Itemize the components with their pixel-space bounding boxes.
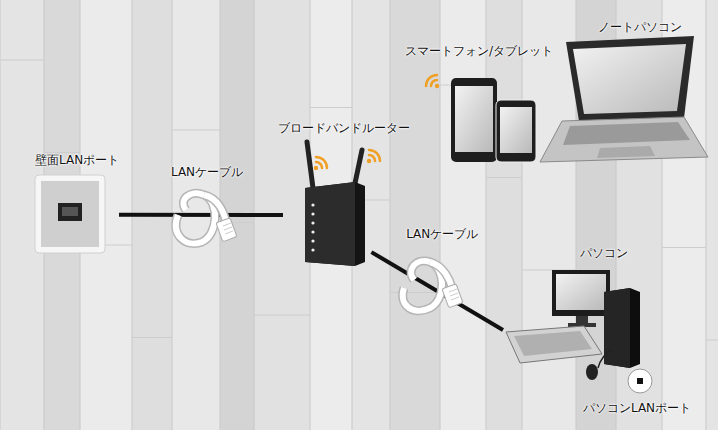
device-label: 壁面LANポート xyxy=(35,152,119,168)
router-illustration xyxy=(311,230,314,233)
router-illustration xyxy=(311,212,314,215)
lan-cable-illustration xyxy=(430,262,452,288)
wood-background xyxy=(486,177,522,178)
device-node: ノートパソコン xyxy=(538,34,710,164)
wood-background xyxy=(440,0,441,430)
wall-port-illustration xyxy=(58,203,82,221)
wall-port-illustration xyxy=(41,181,99,247)
wood-background xyxy=(662,247,706,248)
router-illustration xyxy=(311,221,314,224)
lan-cable-illustration xyxy=(176,193,237,243)
router-illustration xyxy=(305,182,355,266)
smartphone-illustration xyxy=(496,100,536,162)
desktop-pc-illustration xyxy=(586,364,598,380)
device-node: スマートフォン/タブレット xyxy=(450,76,538,164)
smartphone-illustration xyxy=(500,107,532,153)
laptop-illustration xyxy=(597,146,655,158)
router-illustration xyxy=(311,248,314,251)
desktop-pc-illustration xyxy=(514,331,592,356)
wood-background xyxy=(254,315,310,316)
router-illustration xyxy=(311,239,314,242)
lan-cable-illustration xyxy=(449,289,459,300)
wood-background xyxy=(390,0,440,430)
router-illustration xyxy=(311,203,314,206)
router-illustration xyxy=(305,142,365,266)
wifi-symbol xyxy=(367,150,380,163)
lan-cable-illustration xyxy=(223,223,233,234)
desktop-pc-illustration xyxy=(604,288,630,368)
smartphone-illustration xyxy=(496,100,536,162)
lan-cable-illustration xyxy=(442,284,463,308)
desktop-pc-illustration xyxy=(637,378,643,384)
device-label: ノートパソコン xyxy=(598,19,682,35)
router-illustration xyxy=(307,142,313,188)
device-label: パソコン xyxy=(580,245,628,261)
desktop-pc-illustration xyxy=(552,270,610,316)
cable-label: LANケーブル xyxy=(171,164,243,180)
wood-background xyxy=(706,0,718,430)
wood-background xyxy=(0,60,44,61)
device-node: ブロードバンドルーター xyxy=(303,140,368,268)
wood-background xyxy=(486,0,522,430)
wood-background xyxy=(486,0,487,430)
tablet-illustration xyxy=(451,78,497,162)
laptop-illustration xyxy=(563,122,690,145)
wood-background xyxy=(440,0,486,430)
wood-background xyxy=(522,0,576,430)
laptop-illustration xyxy=(566,36,694,121)
lan-cable-illustration xyxy=(430,262,452,288)
lan-cable-illustration xyxy=(204,195,226,222)
tablet-illustration xyxy=(455,86,493,152)
wifi-symbol xyxy=(314,157,327,170)
lan-connection xyxy=(371,252,503,330)
device-node: パソコン xyxy=(503,266,643,366)
wood-background xyxy=(390,292,440,293)
wood-background xyxy=(0,0,1,430)
cable-label: LANケーブル xyxy=(406,226,478,242)
wood-background xyxy=(706,340,718,341)
desktop-pc-illustration xyxy=(628,369,652,393)
lan-cable-illustration xyxy=(216,218,237,242)
wood-background xyxy=(390,0,391,430)
tablet-illustration xyxy=(451,78,497,162)
router-illustration xyxy=(305,182,365,266)
desktop-pc-illustration xyxy=(506,326,602,363)
lan-cable-illustration xyxy=(403,261,463,311)
port-label: パソコンLANポート xyxy=(583,400,691,416)
lan-connection xyxy=(119,213,283,217)
wood-background xyxy=(172,130,220,131)
desktop-pc-illustration xyxy=(598,350,612,368)
wood-background xyxy=(706,0,707,430)
desktop-pc-illustration xyxy=(506,270,652,393)
desktop-pc-illustration xyxy=(576,316,588,324)
wood-background xyxy=(132,337,172,338)
device-label: ブロードバンドルーター xyxy=(278,120,410,136)
laptop-illustration xyxy=(540,36,708,162)
device-label: スマートフォン/タブレット xyxy=(405,43,553,59)
wood-background xyxy=(522,0,523,430)
laptop-illustration xyxy=(573,44,686,114)
wall-port-illustration xyxy=(35,175,105,253)
wood-background xyxy=(44,152,80,153)
desktop-pc-illustration xyxy=(556,274,606,310)
wood-background xyxy=(310,107,352,108)
laptop-illustration xyxy=(540,117,708,162)
wall-port-illustration xyxy=(62,207,78,216)
device-node: 壁面LANポート xyxy=(35,175,105,253)
wall-port-illustration xyxy=(35,175,105,253)
lan-cable-illustration xyxy=(204,195,226,222)
wifi-symbol xyxy=(426,75,439,88)
desktop-pc-illustration xyxy=(604,288,640,368)
